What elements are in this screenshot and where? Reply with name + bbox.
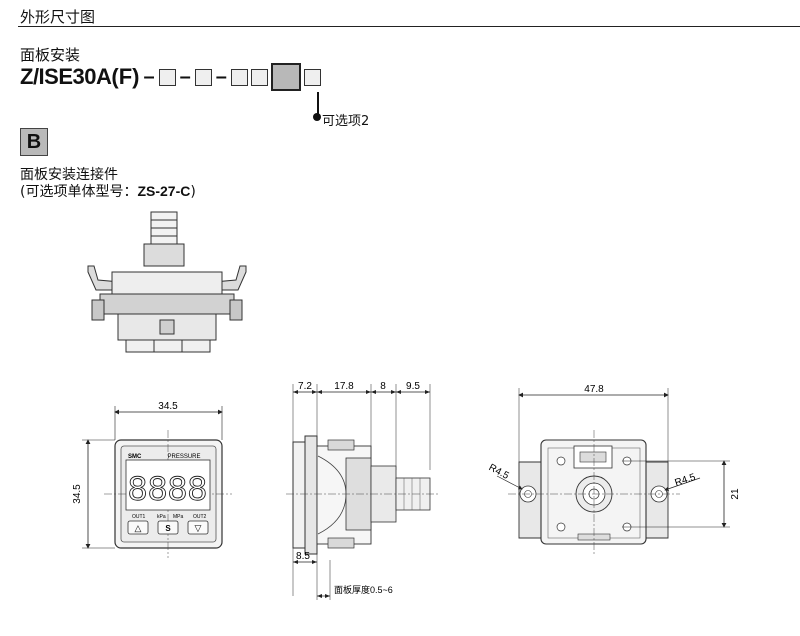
option-leader-line (317, 92, 319, 118)
mount-type-label: 面板安装 (20, 46, 81, 64)
model-slot-option2 (270, 63, 301, 91)
front-width-dim: 34.5 (158, 401, 178, 412)
panel-thickness-note: 面板厚度0.5~6 (334, 584, 393, 595)
front-down-button (187, 520, 209, 535)
front-digits: 8888 (128, 470, 208, 508)
front-unit-out2: OUT2 (193, 514, 207, 520)
bracket-part-number: (可选项单体型号：ZS-27-C) (20, 181, 196, 201)
side-dim-178: 17.8 (334, 381, 354, 392)
side-dim-8: 8 (380, 381, 386, 392)
front-unit-out1: OUT1 (132, 514, 146, 520)
rear-width-dim: 47.8 (584, 384, 604, 395)
variant-badge: B (20, 128, 48, 156)
model-dash: – (143, 65, 155, 88)
front-up-button (127, 520, 149, 535)
model-dash: – (179, 65, 191, 88)
front-logo: SMC (128, 454, 142, 460)
model-slot (230, 68, 248, 86)
side-dim-85: 8.5 (296, 551, 310, 562)
side-dim-72: 7.2 (298, 381, 312, 392)
bracket-iso-view (87, 211, 247, 353)
set-button-label: S (165, 524, 171, 533)
section-divider (18, 26, 800, 27)
model-base: Z/ISE30A (20, 64, 112, 89)
front-set-button (157, 520, 179, 535)
rear-radius-right: R4.5 (674, 472, 698, 489)
model-slot (194, 68, 212, 86)
bracket-part-code: ZS-27-C (137, 183, 191, 199)
bracket-sub-suffix: ) (190, 184, 196, 200)
down-arrow-icon: ▽ (195, 523, 202, 533)
model-suffix: (F) (111, 64, 140, 89)
front-unit-mpa: MPa (173, 514, 184, 520)
option-leader-dot (313, 113, 321, 121)
section-title: 外形尺寸图 (20, 8, 96, 26)
front-label: PRESSURE (167, 454, 200, 460)
model-slot (158, 68, 176, 86)
front-view: 34.5 34.5 SMC PRESSURE 8888 OUT1 kPa MPa… (72, 401, 232, 558)
model-slot (303, 68, 321, 86)
side-view: 7.2 17.8 8 9.5 8.5 面板厚度0.5~6 (286, 381, 440, 600)
bracket-sub-prefix: (可选项单体型号： (20, 184, 138, 200)
model-slot (250, 68, 268, 86)
rear-radius-left: R4.5 (487, 462, 511, 482)
front-unit-kpa: kPa (157, 514, 166, 520)
rear-view: 47.8 R4.5 R4.5 21 (487, 384, 741, 554)
model-code: Z/ISE30A(F) – – – (20, 63, 321, 91)
rear-height-dim: 21 (730, 488, 741, 500)
option-label: 可选项2 (322, 114, 370, 129)
bracket-title: 面板安装连接件 (20, 167, 118, 183)
up-arrow-icon: △ (135, 523, 142, 533)
model-dash: – (215, 65, 227, 88)
side-dim-95: 9.5 (406, 381, 420, 392)
front-height-dim: 34.5 (72, 484, 83, 504)
